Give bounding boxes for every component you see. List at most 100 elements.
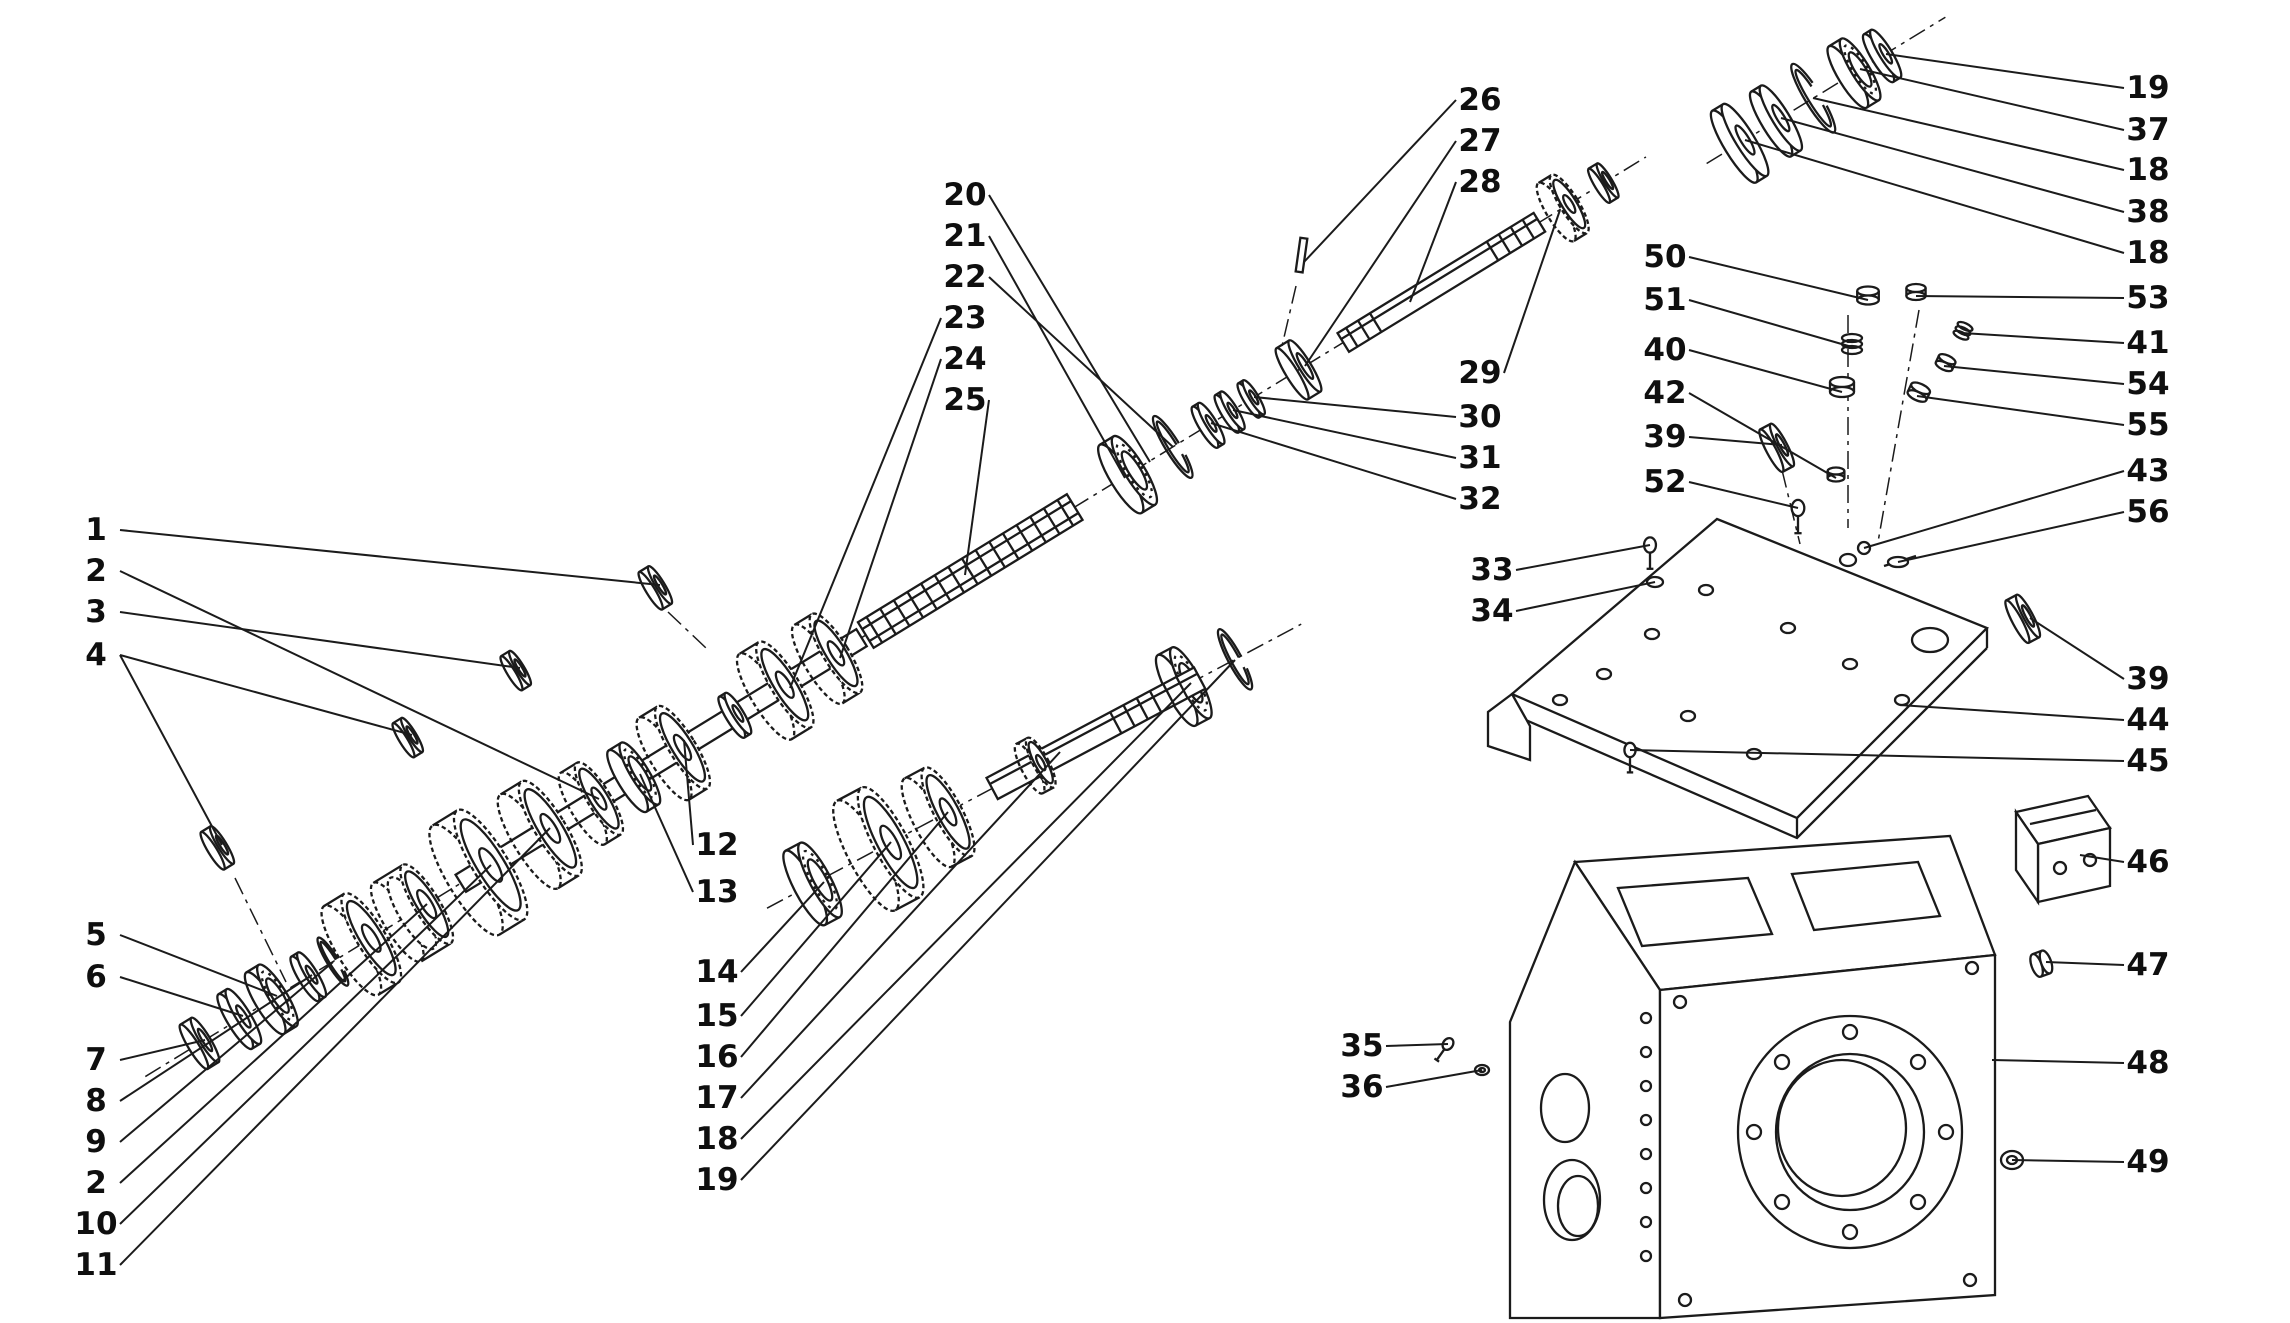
leader-line xyxy=(740,841,892,1017)
callout-37-42: 37 xyxy=(2126,112,2169,148)
leader-line xyxy=(2079,854,2125,863)
shaft-end-collar xyxy=(1584,160,1623,206)
lower-gear-cluster xyxy=(738,569,1330,932)
leader-line xyxy=(683,739,694,846)
callout-47-56: 47 xyxy=(2126,947,2169,983)
callout-11-11: 11 xyxy=(74,1247,117,1283)
callout-42-36: 42 xyxy=(1643,375,1686,411)
leader-line xyxy=(1210,422,1457,500)
callout-19-41: 19 xyxy=(2126,70,2169,106)
leader-line xyxy=(1688,436,1783,446)
leader-line xyxy=(1943,365,2125,385)
gearbox-housing-48 xyxy=(1510,836,1995,1318)
leader-line xyxy=(119,654,223,846)
callout-56-51: 56 xyxy=(2126,494,2169,530)
callout-35-59: 35 xyxy=(1340,1028,1383,1064)
callout-53-46: 53 xyxy=(2126,280,2169,316)
leader-line xyxy=(1899,704,2125,721)
leader-line xyxy=(1409,181,1457,303)
plug-55 xyxy=(1904,379,1933,406)
callout-16-16: 16 xyxy=(695,1039,738,1075)
callout-33-39: 33 xyxy=(1470,552,1513,588)
bushing-1 xyxy=(634,563,676,613)
leader-line xyxy=(119,654,413,736)
callout-23-23: 23 xyxy=(943,300,986,336)
plug-54 xyxy=(1933,351,1958,375)
callout-18-43: 18 xyxy=(2126,152,2169,188)
leader-line xyxy=(2011,1159,2125,1163)
spring-41 xyxy=(1951,319,1975,343)
callout-26-26: 26 xyxy=(1458,82,1501,118)
callout-13-13: 13 xyxy=(695,874,738,910)
leader-line xyxy=(789,317,942,689)
leader-line xyxy=(119,974,313,1102)
callout-9-8: 9 xyxy=(85,1124,107,1160)
callout-50-33: 50 xyxy=(1643,239,1686,275)
callout-20-20: 20 xyxy=(943,177,986,213)
callout-43-50: 43 xyxy=(2126,453,2169,489)
leader-line xyxy=(119,864,492,1225)
leader-line xyxy=(964,399,990,576)
callout-45-54: 45 xyxy=(2126,743,2169,779)
leader-line xyxy=(1915,295,2125,299)
callout-layer: 1234567892101112131415161718192021222324… xyxy=(74,53,2170,1283)
leader-line xyxy=(1515,544,1651,571)
leader-line xyxy=(740,881,825,973)
leader-line xyxy=(1385,1069,1483,1088)
leader-line xyxy=(1232,409,1457,459)
callout-52-38: 52 xyxy=(1643,464,1686,500)
countershaft-and-mainshaft-assembly xyxy=(112,102,1680,1131)
callout-31-31: 31 xyxy=(1458,440,1501,476)
leader-line xyxy=(1253,396,1457,418)
callout-19-19: 19 xyxy=(695,1162,738,1198)
callout-51-34: 51 xyxy=(1643,282,1686,318)
callout-2-9: 2 xyxy=(85,1165,107,1201)
bushing-39-on-cover xyxy=(2001,591,2045,646)
callout-28-28: 28 xyxy=(1458,164,1501,200)
leader-line xyxy=(119,934,278,997)
callout-2-1: 2 xyxy=(85,553,107,589)
leader-line xyxy=(988,194,1151,463)
plug-50 xyxy=(1856,285,1880,306)
callout-18-18: 18 xyxy=(695,1121,738,1157)
leader-line xyxy=(119,1039,206,1061)
screw-35 xyxy=(1431,1035,1457,1064)
leader-line xyxy=(740,682,1192,1140)
callout-6-5: 6 xyxy=(85,959,107,995)
leader-line xyxy=(1688,349,1843,393)
bushing-39-loose xyxy=(1755,420,1799,475)
leader-line xyxy=(740,751,1061,1099)
callout-40-35: 40 xyxy=(1643,332,1686,368)
leader-line xyxy=(1812,97,2125,171)
callout-39-37: 39 xyxy=(1643,419,1686,455)
leader-line xyxy=(1385,1043,1449,1047)
leader-line xyxy=(119,611,521,669)
callout-12-12: 12 xyxy=(695,827,738,863)
callout-39-52: 39 xyxy=(2126,661,2169,697)
callout-1-0: 1 xyxy=(85,512,107,548)
screw-33 xyxy=(1643,536,1657,570)
plug-40 xyxy=(1828,375,1856,399)
leader-line xyxy=(740,659,1236,1181)
input-shaft-28 xyxy=(1338,213,1546,352)
callout-49-58: 49 xyxy=(2126,1144,2169,1180)
roller-bearing-20-21 xyxy=(1090,429,1165,520)
callout-18-45: 18 xyxy=(2126,235,2169,271)
output-bearing-stack xyxy=(1703,0,1968,189)
leader-line xyxy=(119,961,334,1143)
leader-line xyxy=(1780,117,2125,213)
plug-47 xyxy=(2026,947,2056,980)
leader-line xyxy=(1859,68,2125,131)
leader-line xyxy=(119,827,551,1266)
callout-7-6: 7 xyxy=(85,1042,107,1078)
callout-44-53: 44 xyxy=(2126,702,2169,738)
callout-55-49: 55 xyxy=(2126,407,2169,443)
leader-line xyxy=(1515,581,1656,612)
leader-line xyxy=(1991,1059,2125,1064)
bearing-14 xyxy=(774,836,851,932)
leader-line xyxy=(1688,299,1853,348)
leader-line xyxy=(1916,395,2125,426)
leader-line xyxy=(1744,139,2125,254)
leader-line xyxy=(119,976,244,1017)
